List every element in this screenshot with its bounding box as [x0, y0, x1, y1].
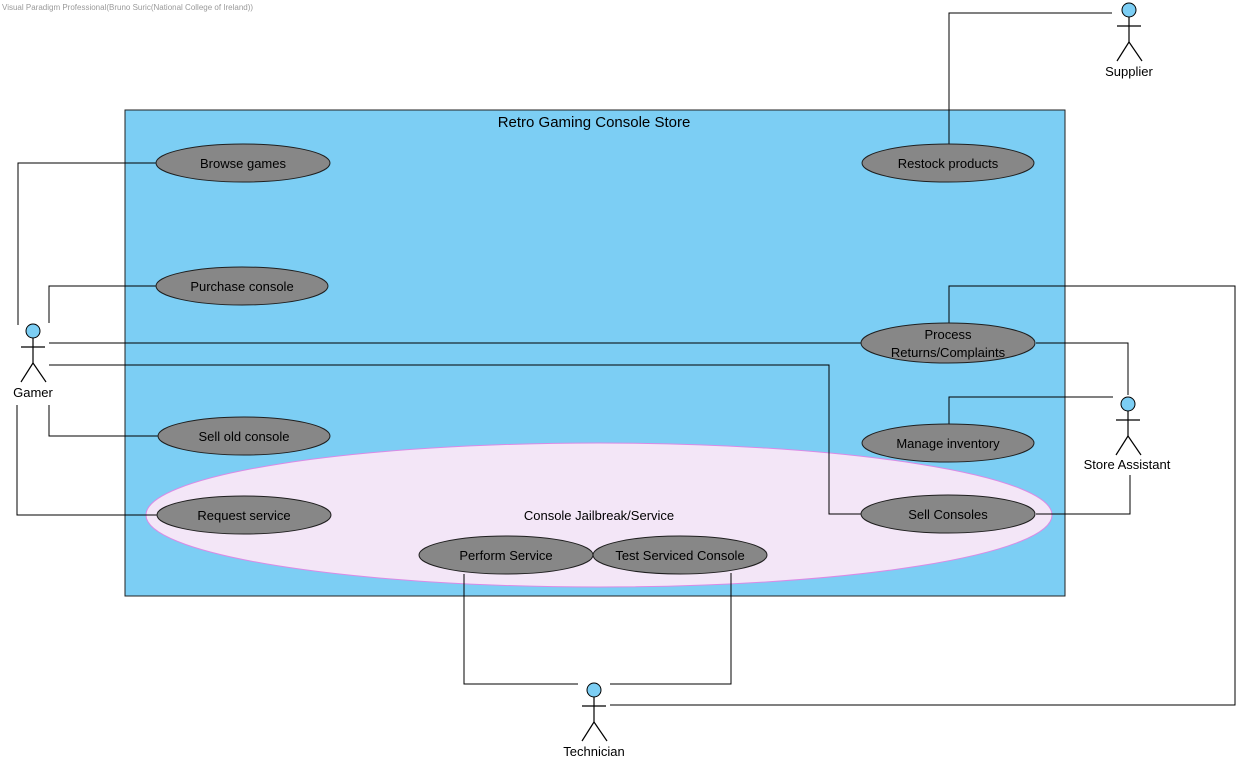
- associations: [16, 12, 1236, 706]
- actor-head-icon: [25, 323, 41, 339]
- use-case-label: Restock products: [898, 156, 999, 171]
- association-technician-perform: [463, 574, 578, 685]
- association-assistant-returns: [1036, 342, 1129, 395]
- use-case-restock-products[interactable]: Restock products: [861, 143, 1035, 183]
- association-gamer-sell-consoles: [49, 364, 862, 515]
- association-assistant-sell: [1036, 475, 1131, 515]
- use-case-process-returns[interactable]: Process Returns/Complaints: [860, 322, 1036, 364]
- association-supplier-restock: [948, 12, 1112, 144]
- use-case-label: Browse games: [200, 156, 286, 171]
- actor-technician[interactable]: Technician: [563, 682, 625, 759]
- actor-store-assistant[interactable]: Store Assistant: [1084, 396, 1171, 472]
- use-case-test-serviced-console[interactable]: Test Serviced Console: [592, 535, 768, 575]
- use-case-browse-games[interactable]: Browse games: [155, 143, 331, 183]
- actor-label: Gamer: [13, 385, 53, 400]
- use-case-purchase-console[interactable]: Purchase console: [155, 266, 329, 306]
- use-case-sell-consoles[interactable]: Sell Consoles: [860, 494, 1036, 534]
- actor-label: Supplier: [1105, 64, 1153, 79]
- use-case-label-line2: Returns/Complaints: [891, 345, 1006, 360]
- watermark-text: Visual Paradigm Professional(Bruno Suric…: [2, 3, 253, 12]
- association-gamer-sell-old: [48, 405, 158, 437]
- system-title: Retro Gaming Console Store: [498, 114, 691, 131]
- association-technician-test: [610, 573, 732, 685]
- association-assistant-inventory: [948, 396, 1113, 425]
- use-case-perform-service[interactable]: Perform Service: [418, 535, 594, 575]
- use-case-label: Purchase console: [190, 279, 293, 294]
- use-case-label: Test Serviced Console: [615, 548, 744, 563]
- use-case-label: Perform Service: [459, 548, 552, 563]
- use-case-label: Manage inventory: [896, 436, 1000, 451]
- actor-label: Store Assistant: [1084, 457, 1171, 472]
- association-gamer-purchase: [48, 285, 156, 323]
- use-case-label: Request service: [197, 508, 290, 523]
- actor-head-icon: [586, 682, 602, 698]
- group-label: Console Jailbreak/Service: [524, 508, 674, 523]
- actor-gamer[interactable]: Gamer: [13, 323, 54, 400]
- use-case-label: Sell old console: [198, 429, 289, 444]
- association-gamer-request: [16, 405, 157, 516]
- actor-label: Technician: [563, 744, 624, 759]
- actor-head-icon: [1120, 396, 1136, 412]
- association-technician-returns: [610, 285, 1236, 706]
- actor-head-icon: [1121, 2, 1137, 18]
- use-case-request-service[interactable]: Request service: [156, 495, 332, 535]
- use-case-sell-old-console[interactable]: Sell old console: [157, 416, 331, 456]
- actor-supplier[interactable]: Supplier: [1105, 2, 1154, 79]
- association-gamer-browse: [17, 162, 156, 325]
- use-case-label-line1: Process: [925, 327, 972, 342]
- use-case-label: Sell Consoles: [908, 507, 988, 522]
- use-case-manage-inventory[interactable]: Manage inventory: [861, 423, 1035, 463]
